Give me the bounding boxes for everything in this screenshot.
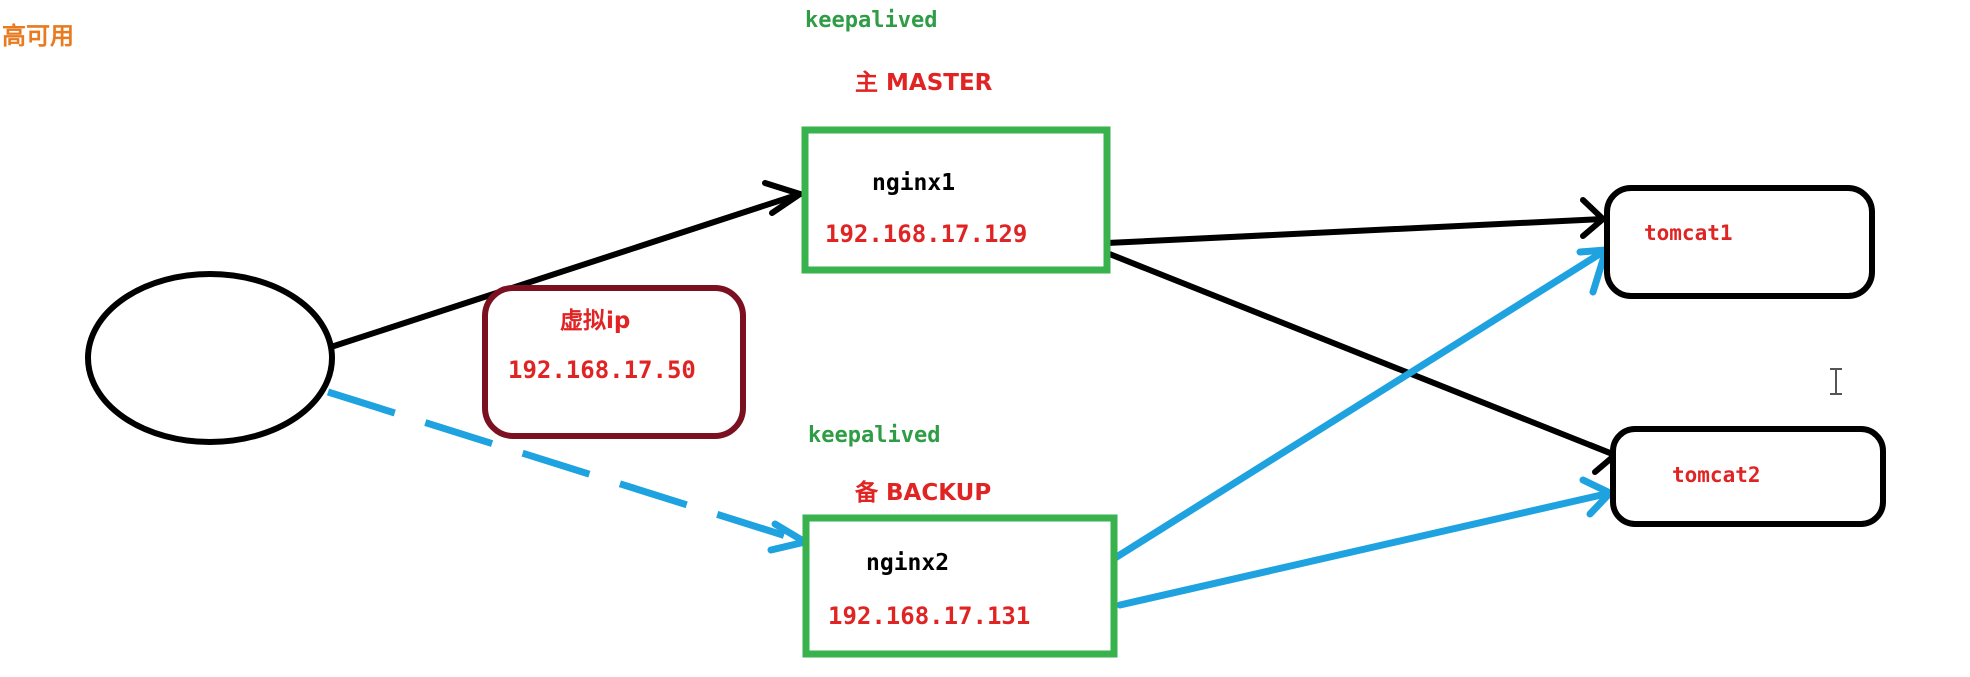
nginx2-label: nginx2 <box>866 550 949 576</box>
backup-to-tomcat2-line <box>1116 489 1614 609</box>
master-role-label: 主 MASTER <box>855 70 993 96</box>
client-to-master-line <box>331 191 803 349</box>
backup-to-tomcat1-line <box>1111 246 1610 562</box>
nginx1-label: nginx1 <box>872 170 955 196</box>
client-node <box>85 271 335 445</box>
diagram-title: 高可用 <box>2 22 74 50</box>
nginx1-box <box>801 126 1111 274</box>
master-to-tomcat2-line <box>1104 250 1618 458</box>
backup-role-label: 备 BACKUP <box>854 479 991 506</box>
client-to-backup-dashed-line <box>326 388 807 546</box>
virtual-ip-label: 虚拟ip <box>560 308 630 334</box>
virtual-ip-box <box>482 285 746 439</box>
master-to-tomcat1-line <box>1104 216 1606 246</box>
nginx1-ip: 192.168.17.129 <box>825 220 1027 248</box>
nginx2-ip: 192.168.17.131 <box>828 602 1030 630</box>
virtual-ip-address: 192.168.17.50 <box>508 356 696 384</box>
nginx2-box <box>802 514 1118 658</box>
tomcat2-box <box>1610 426 1886 527</box>
text-cursor-icon <box>1830 368 1842 395</box>
master-to-tomcat1-arrowhead <box>1580 197 1606 239</box>
master-keepalived-label: keepalived <box>805 8 937 33</box>
tomcat2-label: tomcat2 <box>1672 463 1761 487</box>
backup-keepalived-label: keepalived <box>808 423 940 448</box>
tomcat1-box <box>1604 185 1875 299</box>
client-to-backup-arrowhead <box>767 520 809 554</box>
tomcat1-label: tomcat1 <box>1644 221 1733 245</box>
client-to-master-arrowhead <box>762 180 803 216</box>
